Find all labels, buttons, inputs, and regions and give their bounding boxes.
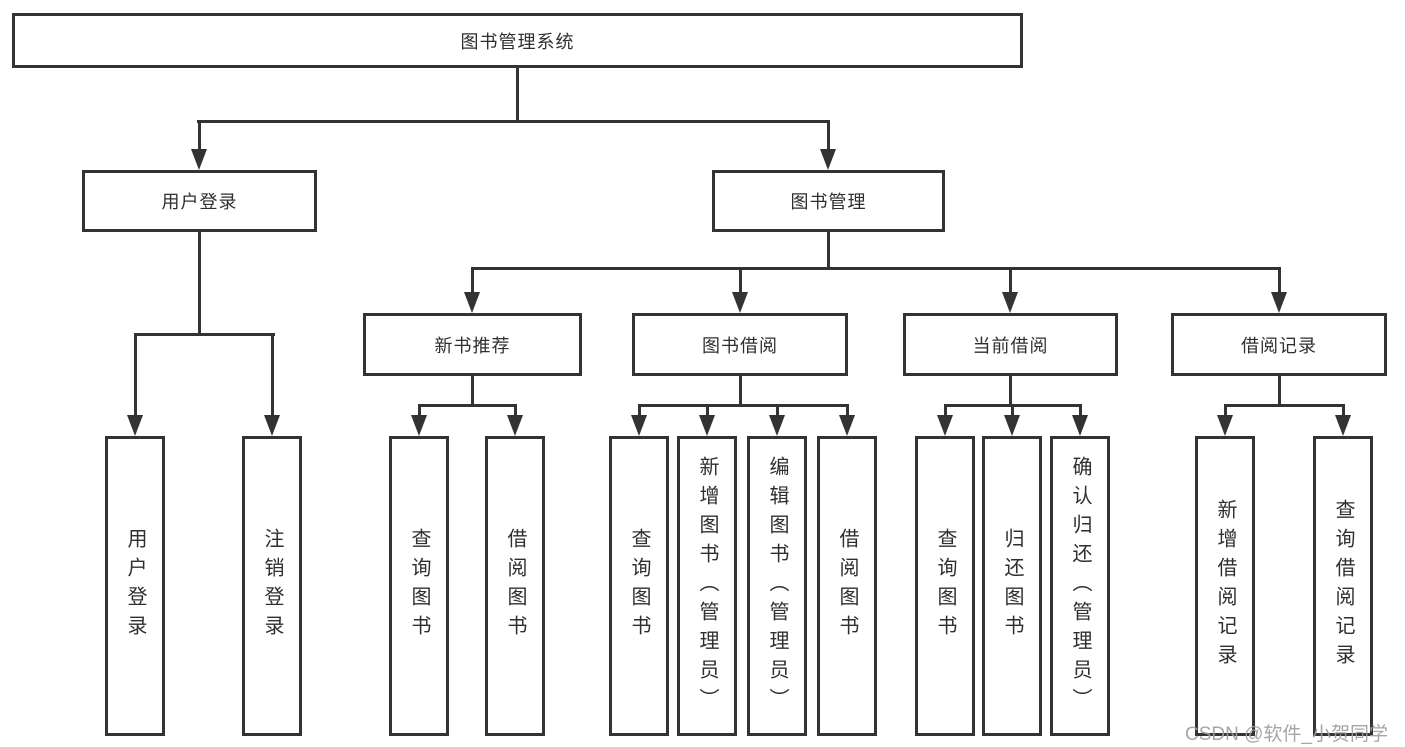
- node-book-management: 图书管理: [712, 170, 945, 232]
- connector-book-mgmt-trunk: [827, 232, 830, 270]
- arrowhead-down-icon: [127, 415, 143, 436]
- node-new-book-recommend: 新书推荐: [363, 313, 582, 376]
- arrowhead-down-icon: [1271, 292, 1287, 313]
- connector-rail: [1224, 404, 1345, 407]
- connector-stub: [134, 333, 137, 416]
- leaf-logout: 注销登录: [242, 436, 302, 736]
- node-borrow-records: 借阅记录: [1171, 313, 1387, 376]
- leaf-nbr-borrow-book: 借阅图书: [485, 436, 545, 736]
- connector-stub: [944, 404, 947, 417]
- connector-l1-rail: [197, 120, 830, 123]
- connector-stub: [1011, 404, 1014, 417]
- connector-stub: [638, 404, 641, 417]
- leaf-bb-add-book-admin: 新增图书（管理员）: [677, 436, 737, 736]
- connector-stub: [1079, 404, 1082, 417]
- node-book-borrow: 图书借阅: [632, 313, 848, 376]
- connector-user-login-trunk: [198, 232, 201, 336]
- connector-stub: [1278, 267, 1281, 294]
- arrowhead-down-icon: [1072, 415, 1088, 436]
- csdn-watermark: CSDN @软件_小贺同学: [1185, 724, 1388, 745]
- leaf-label: 注销登录: [261, 528, 283, 644]
- connector-trunk: [1278, 376, 1281, 407]
- connector-stub: [827, 120, 830, 152]
- leaf-cb-confirm-return-admin: 确认归还（管理员）: [1050, 436, 1110, 736]
- leaf-label: 查询图书: [934, 528, 956, 644]
- arrowhead-down-icon: [820, 149, 836, 170]
- arrowhead-down-icon: [191, 149, 207, 170]
- arrowhead-down-icon: [631, 415, 647, 436]
- connector-stub: [198, 120, 201, 152]
- connector-trunk: [1009, 376, 1012, 407]
- leaf-label: 归还图书: [1001, 528, 1023, 644]
- leaf-bb-edit-book-admin: 编辑图书（管理员）: [747, 436, 807, 736]
- leaf-cb-query-book: 查询图书: [915, 436, 975, 736]
- leaf-label: 查询图书: [408, 528, 430, 644]
- leaf-label: 编辑图书（管理员）: [766, 455, 788, 717]
- arrowhead-down-icon: [464, 292, 480, 313]
- node-current-borrow: 当前借阅: [903, 313, 1118, 376]
- leaf-label: 新增图书（管理员）: [696, 455, 718, 717]
- leaf-cb-return-book: 归还图书: [982, 436, 1042, 736]
- connector-stub: [271, 333, 274, 416]
- arrowhead-down-icon: [937, 415, 953, 436]
- leaf-label: 用户登录: [124, 528, 146, 644]
- connector-trunk: [739, 376, 742, 407]
- leaf-label: 借阅图书: [504, 528, 526, 644]
- connector-rail: [638, 404, 849, 407]
- arrowhead-down-icon: [1335, 415, 1351, 436]
- arrowhead-down-icon: [769, 415, 785, 436]
- leaf-label: 借阅图书: [836, 528, 858, 644]
- connector-l2-rail: [471, 267, 1281, 270]
- connector-stub: [1342, 404, 1345, 417]
- arrowhead-down-icon: [1217, 415, 1233, 436]
- leaf-br-query-record: 查询借阅记录: [1313, 436, 1373, 736]
- arrowhead-down-icon: [699, 415, 715, 436]
- connector-rail: [418, 404, 517, 407]
- connector-stub: [1224, 404, 1227, 417]
- connector-stub: [514, 404, 517, 417]
- connector-stub: [1009, 267, 1012, 294]
- leaf-label: 查询图书: [628, 528, 650, 644]
- leaf-label: 确认归还（管理员）: [1069, 455, 1091, 717]
- arrowhead-down-icon: [732, 292, 748, 313]
- connector-root-trunk: [516, 68, 519, 123]
- arrowhead-down-icon: [1002, 292, 1018, 313]
- leaf-br-add-record: 新增借阅记录: [1195, 436, 1255, 736]
- node-root: 图书管理系统: [12, 13, 1023, 68]
- leaf-bb-borrow-book: 借阅图书: [817, 436, 877, 736]
- connector-stub: [706, 404, 709, 417]
- arrowhead-down-icon: [839, 415, 855, 436]
- leaf-label: 新增借阅记录: [1214, 499, 1236, 673]
- node-user-login: 用户登录: [82, 170, 317, 232]
- connector-stub: [418, 404, 421, 417]
- arrowhead-down-icon: [264, 415, 280, 436]
- connector-stub: [471, 267, 474, 294]
- arrowhead-down-icon: [507, 415, 523, 436]
- leaf-nbr-query-book: 查询图书: [389, 436, 449, 736]
- connector-user-login-rail: [134, 333, 275, 336]
- arrowhead-down-icon: [411, 415, 427, 436]
- connector-stub: [739, 267, 742, 294]
- arrowhead-down-icon: [1004, 415, 1020, 436]
- leaf-bb-query-book: 查询图书: [609, 436, 669, 736]
- leaf-user-login: 用户登录: [105, 436, 165, 736]
- leaf-label: 查询借阅记录: [1332, 499, 1354, 673]
- connector-stub: [846, 404, 849, 417]
- connector-stub: [776, 404, 779, 417]
- connector-trunk: [471, 376, 474, 407]
